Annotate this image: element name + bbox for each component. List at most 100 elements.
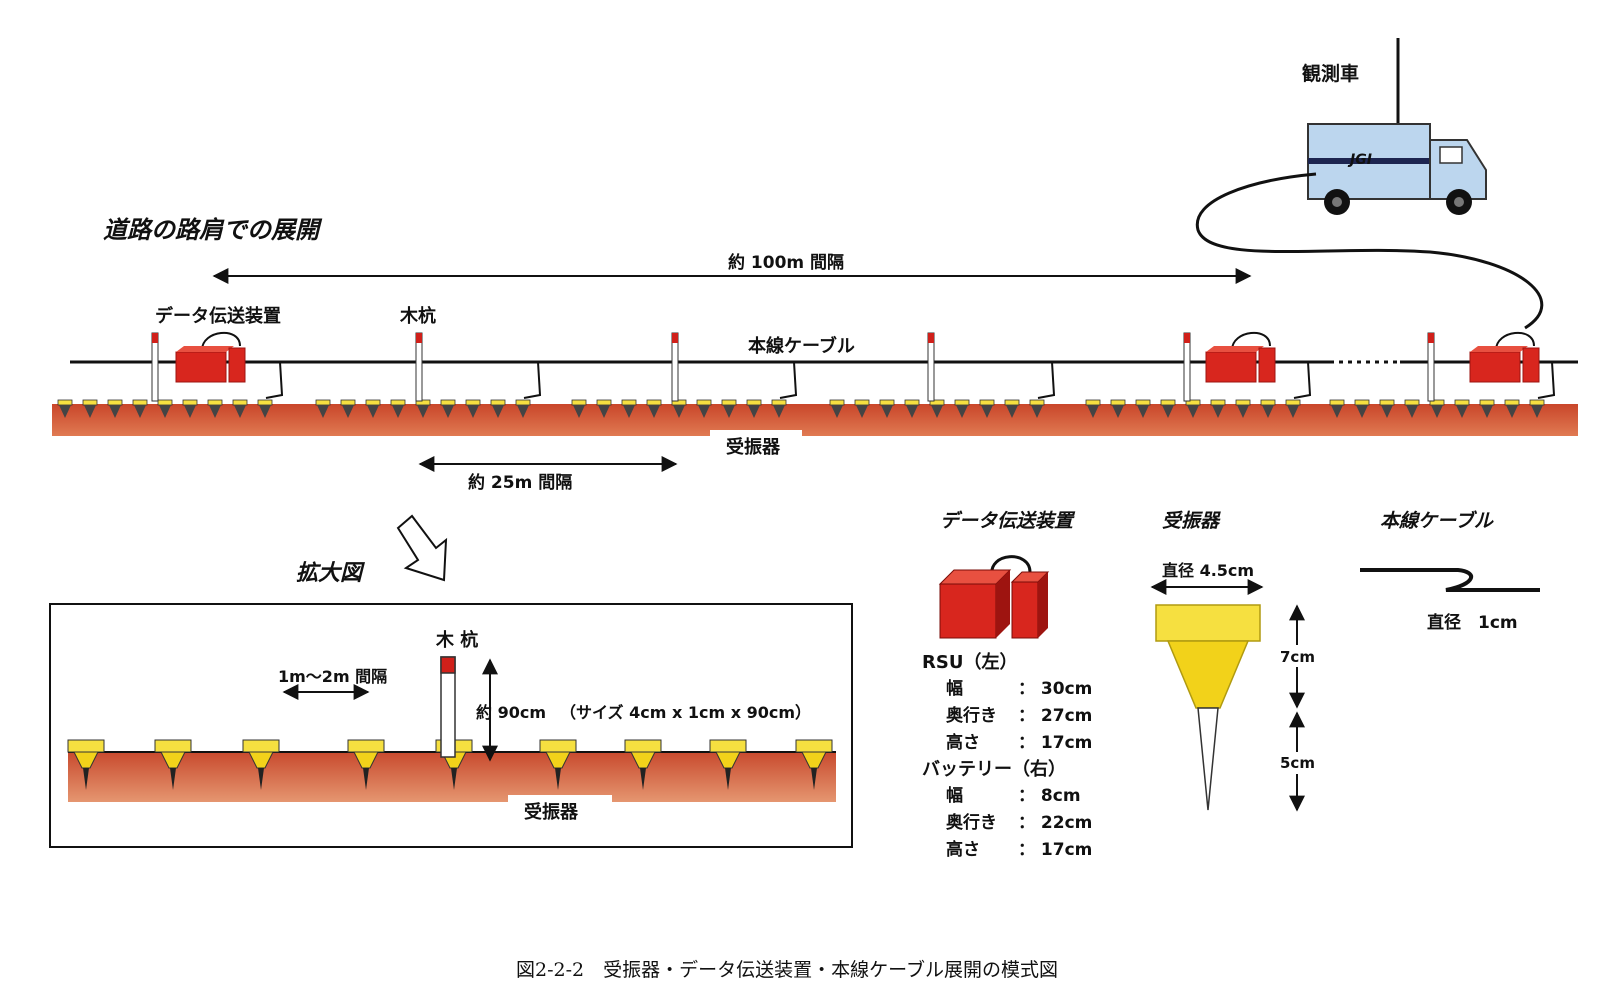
data-transmitter-icon: [938, 555, 1050, 639]
geophone-icon: [315, 399, 331, 418]
geophone-icon: [1285, 399, 1301, 418]
geophone-group: [829, 361, 1056, 418]
wooden-stake-icon: [1183, 332, 1191, 402]
zoom-stake-label: 木 杭: [435, 629, 478, 651]
geophone-icon: [539, 739, 577, 790]
spec-key: 高さ: [946, 839, 980, 860]
wooden-stake-icon: [1427, 332, 1435, 402]
spec-key: 高さ: [946, 732, 980, 753]
geophone-h2: 5cm: [1280, 754, 1315, 772]
geophone-icon: [904, 399, 920, 418]
geophone-icon: [365, 399, 381, 418]
geophone-icon: [709, 739, 747, 790]
geophone-icon: [157, 399, 173, 418]
geophone-icon: [1379, 399, 1395, 418]
geophone-icon: [1160, 399, 1176, 418]
geophone-icon: [671, 399, 687, 418]
geophone-icon: [67, 739, 105, 790]
wooden-stake-icon: [151, 332, 159, 402]
geophone-icon: [696, 399, 712, 418]
zoom-stake-height: 約 90cm: [476, 703, 546, 722]
spacing-100m-label: 約 100m 間隔: [728, 252, 844, 273]
truck-cable: [1195, 172, 1544, 330]
spec-key: 奥行き: [946, 812, 997, 833]
data-transmitter-icon: [1205, 331, 1276, 383]
zoom-geophone-label: 受振器: [524, 801, 579, 823]
geophone-icon: [1529, 399, 1545, 418]
zoom-spacing-label: 1m～2m 間隔: [278, 667, 387, 686]
geophone-icon: [596, 399, 612, 418]
geophone-icon: [624, 739, 662, 790]
section-title: 道路の路肩での展開: [103, 216, 323, 244]
geophone-icon: [390, 399, 406, 418]
geophone-icon: [746, 399, 762, 418]
spec-value: ： 27cm: [1018, 706, 1092, 726]
geophone-icon: [854, 399, 870, 418]
geophone-icon: [571, 399, 587, 418]
geophone-icon: [621, 399, 637, 418]
wooden-stake-icon: [415, 332, 423, 402]
rsu-array: [175, 331, 1540, 383]
geophone-icon: [347, 739, 385, 790]
geophone-icon: [1329, 399, 1345, 418]
geophone-array: [57, 361, 1556, 418]
geophone-icon: [1029, 399, 1045, 418]
geophone-icon: [1135, 399, 1151, 418]
cable-diameter: 直径 1cm: [1427, 612, 1518, 633]
geophone-icon: [1454, 399, 1470, 418]
legend-geophone-title: 受振器: [1162, 510, 1221, 532]
geophone-icon: [340, 399, 356, 418]
rsu-label-top: データ伝送装置: [155, 305, 281, 327]
geophone-icon: [132, 399, 148, 418]
ground-strip: [52, 404, 1578, 436]
geophone-icon: [182, 399, 198, 418]
geophone-icon: [646, 399, 662, 418]
geophone-icon: [1110, 399, 1126, 418]
figure-caption: 図2-2-2 受振器・データ伝送装置・本線ケーブル展開の模式図: [516, 958, 1058, 981]
geophone-diameter: 直径 4.5cm: [1162, 561, 1254, 580]
data-transmitter-icon: [1469, 331, 1540, 383]
geophone-icon: [57, 399, 73, 418]
zoom-title: 拡大図: [296, 561, 366, 586]
geophone-icon: [1185, 399, 1201, 418]
zoom-stake-size: （サイズ 4cm x 1cm x 90cm）: [560, 703, 811, 722]
data-transmitter-icon: [175, 331, 246, 383]
geophone-icon: [954, 399, 970, 418]
geophone-h1: 7cm: [1280, 648, 1315, 666]
legend-rsu-specs: 幅 ： 30cm 奥行き ： 27cm 高さ ： 17cm: [946, 678, 1092, 753]
geophone-group: [571, 361, 798, 418]
spec-value: ： 30cm: [1018, 679, 1092, 699]
geophone-icon: [1260, 399, 1276, 418]
legend-battery-specs: 幅 ： 8cm 奥行き ： 22cm 高さ ： 17cm: [946, 785, 1092, 860]
legend-rsu-title: データ伝送装置: [940, 510, 1076, 532]
spec-key: 奥行き: [946, 705, 997, 726]
spec-value: ： 17cm: [1018, 840, 1092, 860]
geophone-icon: [154, 739, 192, 790]
geophone-icon: [771, 399, 787, 418]
geophone-icon: [1155, 604, 1261, 811]
geophone-icon: [829, 399, 845, 418]
legend-battery-name: バッテリー（右）: [922, 758, 1066, 780]
spacing-25m-label: 約 25m 間隔: [468, 472, 572, 493]
geophone-icon: [979, 399, 995, 418]
wooden-stake-icon: [671, 332, 679, 402]
cable-label-top: 本線ケーブル: [748, 335, 855, 357]
geophone-group: [315, 361, 542, 418]
geophone-icon: [415, 399, 431, 418]
geophone-icon: [1004, 399, 1020, 418]
geophone-icon: [1504, 399, 1520, 418]
geophone-icon: [1429, 399, 1445, 418]
geophone-icon: [107, 399, 123, 418]
spec-key: 幅: [946, 785, 963, 806]
geophone-group: [57, 361, 284, 418]
geophone-label-top: 受振器: [726, 436, 781, 458]
geophone-icon: [1404, 399, 1420, 418]
geophone-icon: [1210, 399, 1226, 418]
geophone-icon: [490, 399, 506, 418]
geophone-icon: [1085, 399, 1101, 418]
truck-icon: [1307, 38, 1487, 215]
hollow-arrow-icon: [396, 514, 448, 582]
spec-value: ： 17cm: [1018, 733, 1092, 753]
geophone-group: [1329, 361, 1556, 418]
